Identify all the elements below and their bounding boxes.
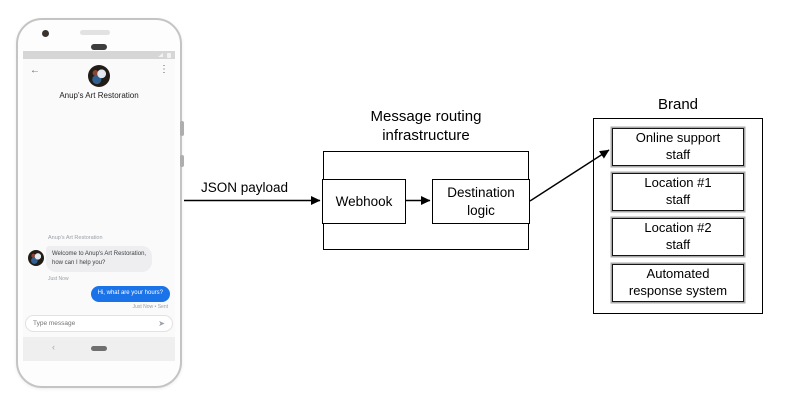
message-composer[interactable]: ➤ [25,315,173,332]
battery-icon [167,53,171,58]
brand-item-automated-response-system: Automated response system [612,264,744,302]
conversation-title: Anup's Art Restoration [59,91,139,100]
nav-back-icon[interactable]: ‹ [52,342,55,352]
incoming-message-bubble: Welcome to Anup's Art Restoration, how c… [46,246,153,272]
brand-item-location-1-staff: Location #1 staff [612,173,744,211]
brand-title: Brand [657,96,699,113]
brand-item-location-2-staff: Location #2 staff [612,218,744,256]
send-icon[interactable]: ➤ [158,318,165,328]
json-payload-label: JSON payload [201,180,289,195]
signal-icon [158,53,163,57]
phone-screen: ← ⋮ Anup's Art Restoration Anup's Art Re… [23,51,175,361]
routing-infrastructure-title: Message routing infrastructure [370,108,482,145]
power-button [180,155,184,167]
outgoing-message-bubble: Hi, what are your hours? [90,286,170,302]
webhook-box: Webhook [322,179,406,224]
incoming-timestamp: Just Now [48,276,69,282]
message-avatar [28,250,44,266]
overflow-menu-icon[interactable]: ⋮ [159,64,169,75]
business-avatar[interactable] [88,65,110,87]
front-camera-icon [42,30,49,37]
destination-logic-box: Destination logic [432,179,530,224]
message-input[interactable] [33,320,159,327]
volume-button [180,121,184,136]
nav-home-icon[interactable] [91,346,107,351]
outgoing-timestamp: Just Now • Sent [132,304,168,310]
back-arrow-icon[interactable]: ← [30,65,40,76]
android-nav-bar: ‹ [23,337,175,361]
status-bar [23,51,175,59]
brand-item-online-support-staff: Online support staff [612,128,744,166]
speaker-grille [91,44,107,50]
phone-mockup: ← ⋮ Anup's Art Restoration Anup's Art Re… [16,18,184,388]
earpiece-speaker [80,30,110,35]
sender-label: Anup's Art Restoration [48,235,103,241]
